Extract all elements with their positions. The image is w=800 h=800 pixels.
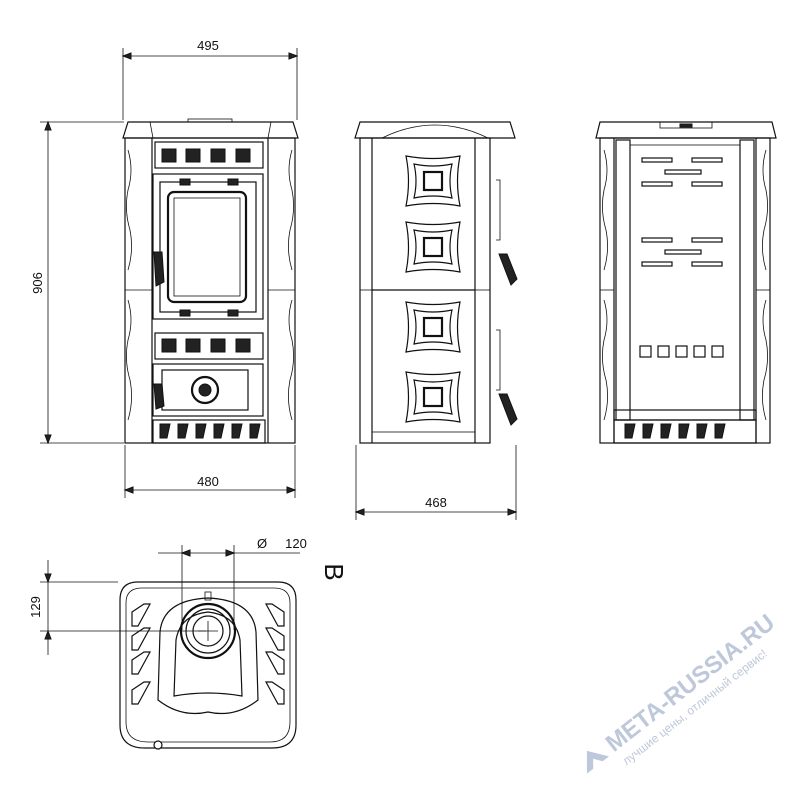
depth-label: 468 [425, 495, 447, 510]
front-view [122, 118, 299, 444]
flue-offset-label: 129 [28, 596, 43, 618]
flue-diameter-label: 120 [285, 536, 307, 551]
top-width-label: 495 [197, 38, 219, 53]
top-view-dimensions [40, 545, 300, 655]
top-view [119, 581, 297, 750]
base-width-label: 480 [197, 474, 219, 489]
rear-view [595, 121, 777, 444]
side-view [354, 121, 518, 444]
watermark-logo-icon [586, 750, 610, 774]
watermark-brand: META-RUSSIA.RU [601, 609, 780, 757]
watermark: META-RUSSIA.RU лучшие цены, отличный сер… [586, 609, 780, 774]
side-dimensions [354, 445, 518, 520]
flue-diameter-symbol: Ø [257, 536, 267, 551]
height-label: 906 [30, 272, 45, 294]
front-dimensions [40, 48, 299, 498]
section-label: B [319, 563, 349, 580]
